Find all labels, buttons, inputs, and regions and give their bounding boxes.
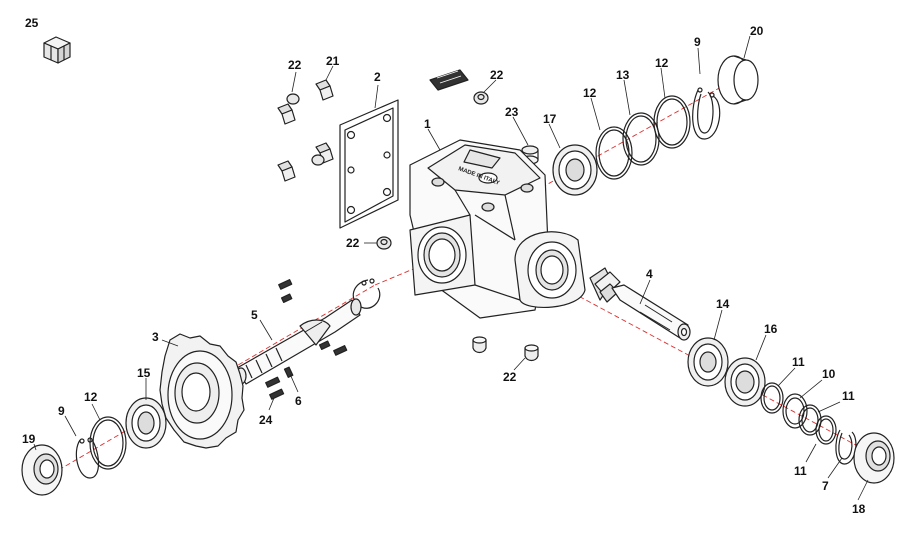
callout-12-left: 12 — [84, 390, 98, 404]
callout-2: 2 — [374, 70, 381, 84]
callout-24: 24 — [259, 413, 273, 427]
callout-7: 7 — [822, 479, 829, 493]
circlip-right — [835, 429, 857, 465]
callout-4: 4 — [646, 267, 653, 281]
nut-left — [376, 236, 392, 250]
nut-top-center — [473, 91, 489, 105]
rings-right — [760, 382, 837, 445]
bolt-set-top — [277, 79, 334, 182]
callout-6: 6 — [295, 394, 302, 408]
callout-22-top-left: 22 — [288, 58, 302, 72]
oil-seal-right — [853, 432, 895, 484]
rings-upper — [595, 95, 691, 180]
callout-16: 16 — [764, 322, 778, 336]
bearing-upper — [552, 144, 598, 196]
crown-gear — [159, 333, 245, 449]
callout-10: 10 — [822, 367, 836, 381]
callout-15: 15 — [137, 366, 151, 380]
callout-11-b: 11 — [842, 389, 855, 403]
callout-22-bottom: 22 — [503, 370, 517, 384]
keys-and-pins — [265, 279, 348, 400]
callout-9-upper: 9 — [694, 35, 701, 49]
gearbox-housing — [409, 139, 586, 319]
callout-12-upper-b: 12 — [655, 56, 669, 70]
callout-9-left: 9 — [58, 404, 65, 418]
callout-12-upper-a: 12 — [583, 86, 597, 100]
bearing-outer-right — [724, 357, 766, 407]
callout-18: 18 — [852, 502, 866, 516]
callout-13: 13 — [616, 68, 630, 82]
pinion-shaft — [589, 267, 691, 341]
callout-22-top-center: 22 — [490, 68, 504, 82]
callout-19: 19 — [22, 432, 36, 446]
callout-25: 25 — [25, 16, 39, 30]
bearing-right — [687, 337, 729, 387]
ring-left — [89, 416, 127, 470]
callout-14: 14 — [716, 297, 730, 311]
callout-20: 20 — [750, 24, 764, 38]
oil-seal-left — [21, 444, 63, 496]
bearing-left — [125, 397, 167, 449]
nameplate — [429, 69, 469, 91]
callout-17: 17 — [543, 112, 557, 126]
nuts-bottom — [472, 336, 539, 362]
callout-3: 3 — [152, 330, 159, 344]
callout-21: 21 — [326, 54, 340, 68]
leader-lines — [33, 35, 869, 501]
gasket-plate — [339, 99, 399, 229]
package-box-icon — [43, 36, 71, 64]
callout-11-a: 11 — [792, 355, 805, 369]
circlip-upper — [692, 87, 721, 140]
cover-ring-upper — [717, 55, 759, 105]
callout-22-left: 22 — [346, 236, 360, 250]
callout-1: 1 — [424, 117, 431, 131]
callout-11-c: 11 — [794, 464, 807, 478]
callout-23: 23 — [505, 105, 519, 119]
circlip-left — [75, 437, 100, 479]
callout-5: 5 — [251, 308, 258, 322]
